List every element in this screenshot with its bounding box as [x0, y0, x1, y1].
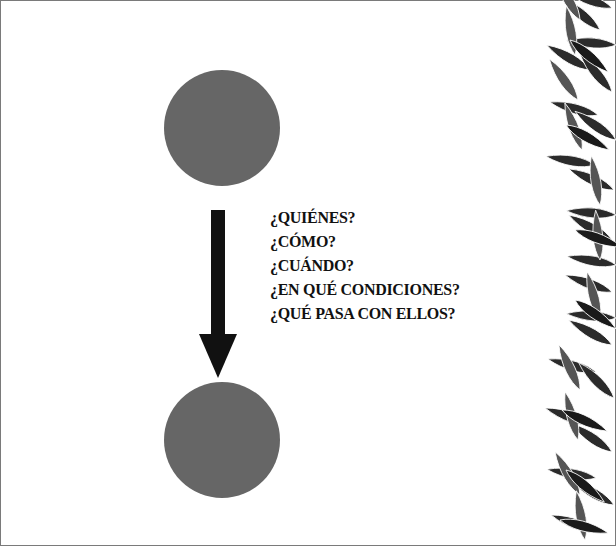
bottom-circle: [164, 382, 280, 498]
question-label: ¿EN QUÉ CONDICIONES?: [270, 278, 460, 302]
question-label: ¿QUIÉNES?: [270, 206, 460, 230]
bamboo-leaves: [543, 0, 616, 541]
question-label: ¿CUÁNDO?: [270, 254, 460, 278]
question-list: ¿QUIÉNES?¿CÓMO?¿CUÁNDO?¿EN QUÉ CONDICION…: [270, 206, 460, 326]
down-arrow: [199, 210, 237, 378]
top-circle: [164, 70, 280, 186]
question-label: ¿QUÉ PASA CON ELLOS?: [270, 302, 460, 326]
question-label: ¿CÓMO?: [270, 230, 460, 254]
